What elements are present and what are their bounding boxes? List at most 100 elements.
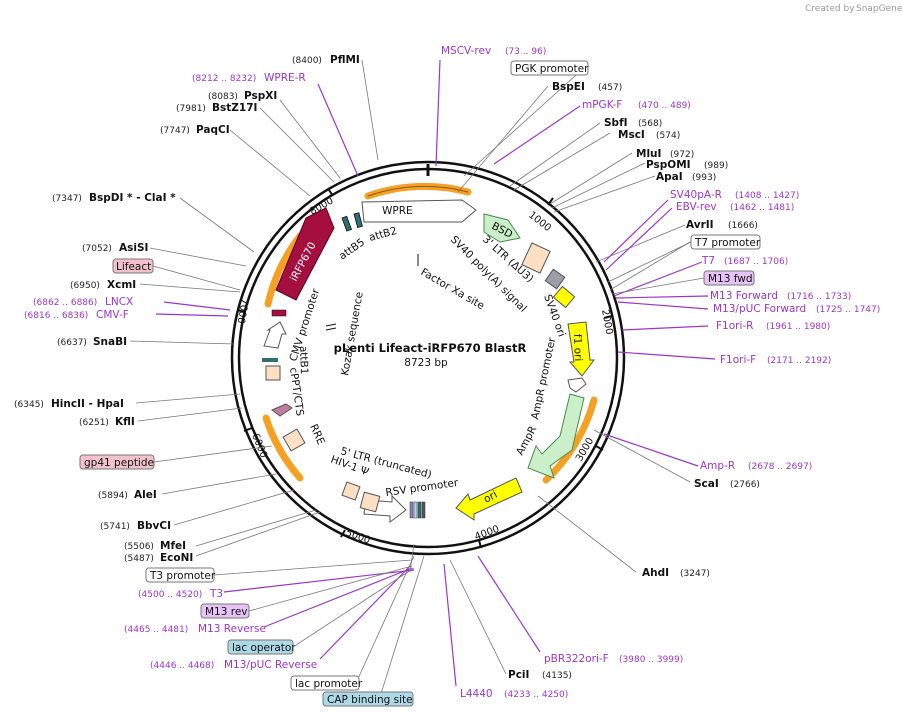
primer-name-3[interactable]: EBV-rev	[676, 201, 717, 213]
primer-name-7[interactable]: F1ori-R	[716, 320, 753, 332]
primer-range-15: (8212 .. 8232)	[192, 74, 256, 84]
enzyme-name-20[interactable]: AvrII	[686, 219, 714, 231]
m13-rev-box[interactable]: M13 rev	[200, 603, 250, 619]
enzyme-name-6[interactable]: XcmI	[107, 279, 136, 291]
enzyme-name-9[interactable]: KflI	[115, 416, 135, 428]
enzyme-pos-8: (6345)	[14, 400, 44, 410]
enzyme-name-23[interactable]: PciI	[508, 669, 529, 681]
pgk-promoter-box[interactable]: PGK promoter	[510, 60, 589, 76]
m13-fwd-label: M13 fwd	[708, 273, 753, 285]
enzyme-name-4[interactable]: BspDI * - ClaI *	[89, 192, 176, 204]
primer-name-12[interactable]: M13/pUC Reverse	[224, 659, 317, 671]
primer-name-13[interactable]: M13 Reverse	[198, 623, 266, 635]
rre-box	[282, 428, 306, 452]
enzyme-name-13[interactable]: EcoNI	[160, 552, 193, 564]
cap-site-box[interactable]: CAP binding site	[322, 691, 414, 707]
t3-promoter-label: T3 promoter	[149, 570, 216, 582]
enzyme-pos-9: (6251)	[79, 418, 109, 428]
primer-name-6[interactable]: M13/pUC Forward	[713, 303, 806, 315]
primer-name-5[interactable]: M13 Forward	[710, 290, 778, 302]
ori-arrow	[455, 477, 523, 521]
sv40-ori-box	[552, 285, 576, 309]
ltr3-box	[521, 242, 551, 274]
enzyme-name-10[interactable]: AleI	[134, 489, 157, 501]
enzyme-name-16[interactable]: MscI	[618, 129, 645, 141]
primer-name-11[interactable]: L4440	[460, 688, 493, 700]
ltr5-box-a	[341, 481, 361, 501]
primer-range-7: (1961 .. 1980)	[766, 322, 830, 332]
enzyme-name-17[interactable]: MluI	[636, 148, 661, 160]
enzyme-name-18[interactable]: PspOMI	[646, 159, 691, 171]
lac-operator-label: lac operator	[232, 642, 296, 654]
primer-range-4: (1687 .. 1706)	[724, 257, 788, 267]
t7-promoter-label: T7 promoter	[694, 237, 761, 249]
wpre-arrow	[361, 199, 477, 223]
ori-label: ori	[482, 489, 500, 506]
sv40-polya-box	[544, 268, 566, 290]
enzyme-name-22[interactable]: AhdI	[642, 567, 669, 579]
lac-promoter-box[interactable]: lac promoter	[290, 675, 363, 691]
lac-promoter-label: lac promoter	[295, 678, 363, 690]
t3-promoter-box[interactable]: T3 promoter	[145, 567, 216, 583]
enzyme-name-11[interactable]: BbvCI	[137, 520, 171, 532]
enzyme-name-0[interactable]: PflMI	[330, 54, 360, 66]
primer-name-15[interactable]: WPRE-R	[264, 72, 306, 84]
primer-range-13: (4465 .. 4481)	[124, 625, 188, 635]
enzyme-pos-0: (8400)	[292, 56, 322, 66]
enzyme-pos-19: (993)	[692, 173, 716, 183]
enzyme-pos-22: (3247)	[680, 569, 710, 579]
gp41-label: gp41 peptide	[84, 457, 154, 469]
m13-fwd-box[interactable]: M13 fwd	[703, 270, 755, 286]
lifeact-box[interactable]: Lifeact	[112, 258, 154, 274]
primer-range-0: (73 .. 96)	[505, 47, 546, 57]
primer-callouts	[155, 59, 716, 687]
primer-range-10: (3980 .. 3999)	[619, 655, 683, 665]
primer-name-4[interactable]: T7	[701, 255, 715, 267]
ampr-promoter-arrow	[567, 377, 587, 393]
callouts-right	[355, 67, 691, 698]
primer-name-0[interactable]: MSCV-rev	[441, 45, 491, 57]
cmv-promoter-arrow	[263, 321, 287, 349]
enzyme-name-3[interactable]: PaqCI	[196, 124, 230, 136]
backbone-outer	[230, 160, 626, 556]
primer-range-1: (470 .. 489)	[638, 101, 691, 111]
enzyme-name-5[interactable]: AsiSI	[119, 242, 148, 254]
primer-name-2[interactable]: SV40pA-R	[670, 189, 722, 201]
primer-name-1[interactable]: mPGK-F	[582, 99, 622, 111]
gp41-box[interactable]: gp41 peptide	[79, 454, 155, 470]
enzyme-name-1[interactable]: PspXI	[244, 90, 277, 102]
enzyme-name-12[interactable]: MfeI	[160, 540, 186, 552]
small-features-bottom	[409, 501, 426, 519]
enzyme-name-19[interactable]: ApaI	[656, 171, 683, 183]
factor-xa-label: Factor Xa site	[419, 266, 487, 312]
t7-promoter-box[interactable]: T7 promoter	[690, 234, 761, 250]
primer-range-12: (4446 .. 4468)	[150, 661, 214, 671]
enzyme-name-7[interactable]: SnaBI	[93, 336, 127, 348]
enzyme-name-2[interactable]: BstZ17I	[212, 102, 257, 114]
attb1-label: attB1	[297, 346, 310, 375]
attb5-box	[341, 215, 352, 232]
primer-name-8[interactable]: F1ori-F	[720, 354, 756, 366]
ampr-promoter-label: AmpR promoter	[529, 336, 558, 421]
enzyme-name-15[interactable]: SbfI	[604, 117, 628, 129]
enzyme-pos-2: (7981)	[176, 104, 206, 114]
primer-name-9[interactable]: Amp-R	[700, 460, 735, 472]
brand-name: SnapGene	[856, 4, 902, 14]
enzyme-name-8[interactable]: HincII - HpaI	[51, 398, 124, 410]
map-subtitle: 8723 bp	[404, 357, 448, 369]
primer-range-14: (4500 .. 4520)	[138, 590, 202, 600]
primer-name-17[interactable]: LNCX	[105, 296, 133, 308]
enzyme-pos-5: (7052)	[82, 244, 112, 254]
enzyme-name-14[interactable]: BspEI	[552, 81, 585, 93]
enzyme-pos-4: (7347)	[52, 194, 82, 204]
enzyme-pos-20: (1666)	[728, 221, 758, 231]
enzyme-pos-1: (8083)	[208, 92, 238, 102]
primer-name-10[interactable]: pBR322ori-F	[544, 653, 609, 665]
enzyme-pos-7: (6637)	[57, 338, 87, 348]
primer-range-17: (6862 .. 6886)	[33, 298, 97, 308]
lac-operator-box[interactable]: lac operator	[227, 639, 296, 655]
primer-range-8: (2171 .. 2192)	[767, 356, 831, 366]
primer-name-14[interactable]: T3	[209, 588, 223, 600]
primer-name-16[interactable]: CMV-F	[96, 309, 129, 321]
enzyme-name-21[interactable]: ScaI	[694, 478, 719, 490]
